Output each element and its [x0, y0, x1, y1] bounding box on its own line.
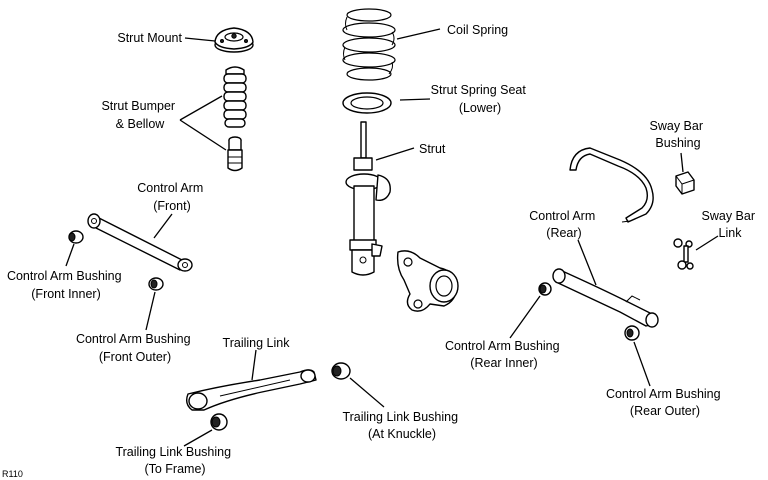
leader-ca-bushing-front-outer [145, 291, 156, 331]
label-ca-bushing-rear-inner: Control Arm Bushing (Rear Inner) [445, 339, 563, 370]
strut-mount-part [214, 27, 254, 53]
leader-trailing-link-bushing-frame [183, 429, 213, 447]
sway-bar-part [569, 147, 654, 223]
steering-knuckle-part [396, 250, 459, 312]
label-trailing-link-bushing-frame: Trailing Link Bushing (To Frame) [115, 445, 234, 476]
label-strut-mount: Strut Mount [117, 31, 182, 45]
coil-spring-part [342, 8, 396, 81]
label-sway-bar-link: Sway Bar Link [702, 209, 759, 240]
ca-bushing-rear-outer-part [624, 325, 640, 341]
leader-ca-bushing-rear-outer [633, 341, 651, 387]
ca-bushing-front-inner-part [68, 230, 84, 244]
label-ca-bushing-front-outer: Control Arm Bushing (Front Outer) [76, 332, 194, 364]
sway-bar-bushing-part [675, 171, 695, 195]
trailing-link-bushing-frame-part [210, 413, 228, 431]
leader-ca-bushing-rear-inner [509, 295, 541, 339]
leader-lines [65, 28, 719, 447]
label-sway-bar-bushing: Sway Bar Bushing [650, 119, 707, 150]
ca-bushing-front-outer-part [148, 277, 164, 291]
leader-strut-spring-seat [399, 98, 431, 101]
leader-strut-mount [184, 37, 216, 42]
leader-ca-bushing-front-inner [65, 243, 75, 267]
label-strut-bumper: Strut Bumper & Bellow [101, 99, 178, 131]
label-trailing-link-bushing-knuckle: Trailing Link Bushing (At Knuckle) [342, 410, 461, 441]
leader-trailing-link-bushing-knuckle [349, 377, 385, 408]
leader-strut-bumper-upper [179, 95, 223, 121]
trailing-link-bushing-knuckle-part [331, 362, 351, 380]
figure-code: R110 [2, 469, 23, 479]
leader-control-arm-front [153, 213, 173, 239]
label-ca-bushing-rear-outer: Control Arm Bushing (Rear Outer) [606, 387, 724, 418]
leader-trailing-link [251, 349, 257, 381]
leader-coil-spring [396, 28, 441, 40]
strut-part [345, 121, 391, 276]
label-strut: Strut [419, 142, 446, 156]
strut-spring-seat-part [342, 92, 392, 114]
label-strut-spring-seat: Strut Spring Seat (Lower) [431, 83, 530, 115]
label-control-arm-front: Control Arm (Front) [137, 181, 206, 213]
leader-strut [375, 147, 415, 161]
labels: Strut Mount Strut Bumper & Bellow Coil S… [2, 23, 759, 479]
ca-bushing-rear-inner-part [538, 282, 552, 296]
trailing-link-part [185, 369, 317, 411]
label-coil-spring: Coil Spring [447, 23, 508, 37]
leader-strut-bumper-lower [179, 119, 227, 151]
control-arm-front-part [87, 213, 193, 272]
strut-bumper-part [223, 66, 247, 172]
label-ca-bushing-front-inner: Control Arm Bushing (Front Inner) [7, 269, 125, 301]
sway-bar-link-part [673, 238, 694, 270]
leader-sway-bar-link [695, 235, 719, 251]
label-trailing-link: Trailing Link [223, 336, 291, 350]
leader-control-arm-rear [577, 239, 597, 286]
leader-sway-bar-bushing [680, 152, 684, 173]
label-control-arm-rear: Control Arm (Rear) [529, 209, 598, 240]
control-arm-rear-part [552, 268, 659, 328]
